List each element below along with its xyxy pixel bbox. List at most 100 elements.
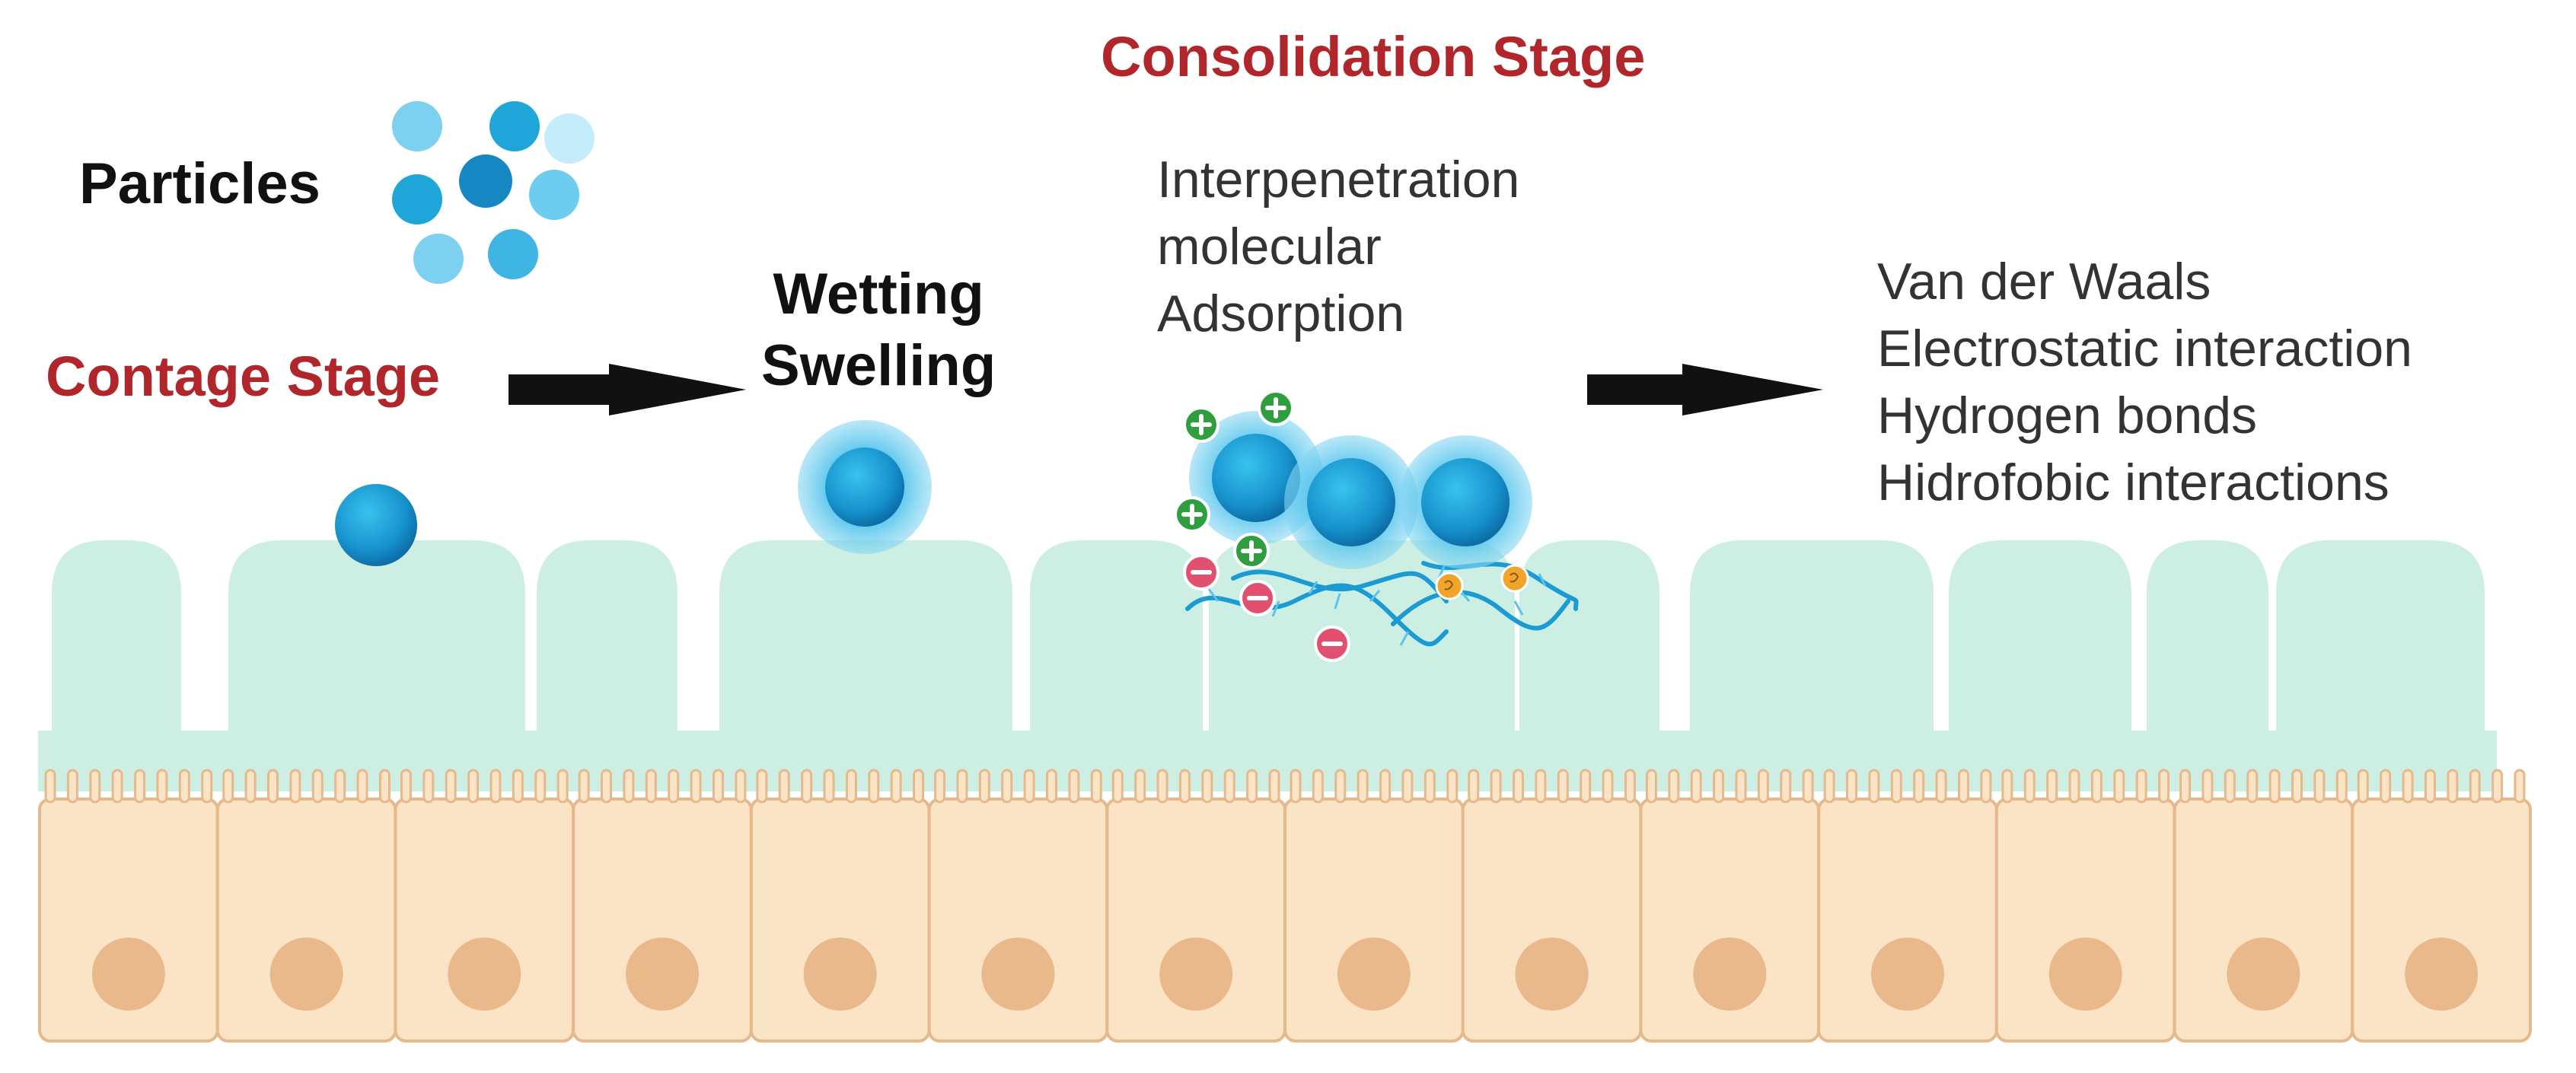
microvillus xyxy=(2068,769,2080,804)
microvillus xyxy=(1690,769,1702,804)
microvillus xyxy=(1111,769,1124,804)
microvillus xyxy=(1668,769,1680,804)
microvillus xyxy=(1068,769,1080,804)
microvillus xyxy=(266,769,279,804)
cell-nucleus xyxy=(2405,938,2479,1011)
hydrophobic-group-icon xyxy=(1435,572,1464,600)
microvillus xyxy=(378,769,391,804)
microvillus xyxy=(1046,769,1058,804)
wetting-swelling-label: Wetting Swelling xyxy=(761,259,996,402)
microvillus xyxy=(1868,769,1880,804)
positive-charge-icon xyxy=(1174,496,1210,533)
mechanism-line: Adsorption xyxy=(1157,285,1405,342)
microvillus xyxy=(467,769,480,804)
microvillus xyxy=(2113,769,2125,804)
epithelial-cell xyxy=(927,769,1109,1043)
microvillus xyxy=(2424,769,2436,804)
epithelium xyxy=(38,769,2532,1043)
microvillus xyxy=(601,769,613,804)
consolidation-mechanisms: Interpenetration molecular Adsorption xyxy=(1157,146,1519,347)
microvillus xyxy=(244,769,257,804)
positive-charge-icon xyxy=(1233,533,1270,569)
cell-nucleus xyxy=(1693,938,1767,1011)
microvillus xyxy=(1134,769,1146,804)
microvillus xyxy=(690,769,702,804)
epithelial-cell xyxy=(38,769,219,1043)
microvillus xyxy=(2335,769,2348,804)
microvillus xyxy=(89,769,101,804)
microvillus xyxy=(1401,769,1414,804)
microvillus xyxy=(1980,769,1992,804)
epithelial-cell xyxy=(1817,769,1998,1043)
epithelial-cell xyxy=(394,769,575,1043)
microvillus xyxy=(1913,769,1925,804)
cell-nucleus xyxy=(981,938,1055,1011)
cell-nucleus xyxy=(1515,938,1589,1011)
microvillus xyxy=(1490,769,1502,804)
microvillus xyxy=(289,769,301,804)
mucus-lobe xyxy=(1030,540,1203,761)
epithelial-cell xyxy=(215,769,397,1043)
mucus-layer xyxy=(38,540,2497,791)
mucus-lobe xyxy=(228,540,525,761)
microvillus xyxy=(2090,769,2103,804)
microvillus xyxy=(1580,769,1592,804)
microvillus xyxy=(2268,769,2281,804)
microvillus xyxy=(1557,769,1569,804)
epithelial-cell xyxy=(2173,769,2354,1043)
mechanism-line: molecular xyxy=(1157,218,1382,275)
microvillus xyxy=(1312,769,1324,804)
microvillus xyxy=(1802,769,1814,804)
epithelial-cell xyxy=(1283,769,1465,1043)
microvillus xyxy=(66,769,78,804)
negative-charge-icon xyxy=(1239,580,1276,616)
microvillus xyxy=(422,769,435,804)
microvillus xyxy=(978,769,990,804)
microvillus xyxy=(1446,769,1459,804)
microvillus xyxy=(778,769,790,804)
microvillus xyxy=(178,769,190,804)
microvillus xyxy=(1535,769,1547,804)
interaction-item: Van der Waals xyxy=(1877,253,2211,310)
microvillus xyxy=(156,769,168,804)
microvillus xyxy=(1935,769,1947,804)
interaction-item: Hidrofobic interactions xyxy=(1877,454,2389,511)
particle-swelling xyxy=(798,420,932,554)
microvillus xyxy=(913,769,925,804)
microvillus xyxy=(1823,769,1835,804)
microvillus xyxy=(2023,769,2036,804)
microvillus xyxy=(2380,769,2392,804)
cell-nucleus xyxy=(803,938,877,1011)
cell-nucleus xyxy=(91,938,165,1011)
mucus-lobe xyxy=(719,540,1012,761)
microvillus xyxy=(623,769,635,804)
particle-contact xyxy=(335,484,417,566)
microvillus xyxy=(111,769,123,804)
microvillus xyxy=(2402,769,2414,804)
microvillus xyxy=(1023,769,1035,804)
microvillus xyxy=(668,769,680,804)
microvillus xyxy=(645,769,657,804)
charges xyxy=(1174,390,1529,662)
microvillus xyxy=(334,769,346,804)
microvillus xyxy=(2357,769,2369,804)
cell-nucleus xyxy=(448,938,521,1011)
consolidated-particles xyxy=(1189,411,1532,569)
microvillus xyxy=(1201,769,1213,804)
microvillus xyxy=(956,769,968,804)
consolidation-stage-title: Consolidation Stage xyxy=(1101,25,1646,88)
mucus-lobe xyxy=(52,540,181,761)
microvillus xyxy=(489,769,502,804)
microvillus xyxy=(1223,769,1235,804)
mucus-lobe xyxy=(2147,540,2268,761)
cell-nucleus xyxy=(626,938,699,1011)
microvillus xyxy=(2514,769,2526,804)
microvillus xyxy=(890,769,902,804)
microvillus xyxy=(2046,769,2058,804)
microvillus xyxy=(134,769,146,804)
microvillus xyxy=(556,769,569,804)
microvillus xyxy=(801,769,813,804)
negative-charge-icon xyxy=(1314,626,1350,662)
microvillus xyxy=(1512,769,1524,804)
microvillus xyxy=(2179,769,2192,804)
